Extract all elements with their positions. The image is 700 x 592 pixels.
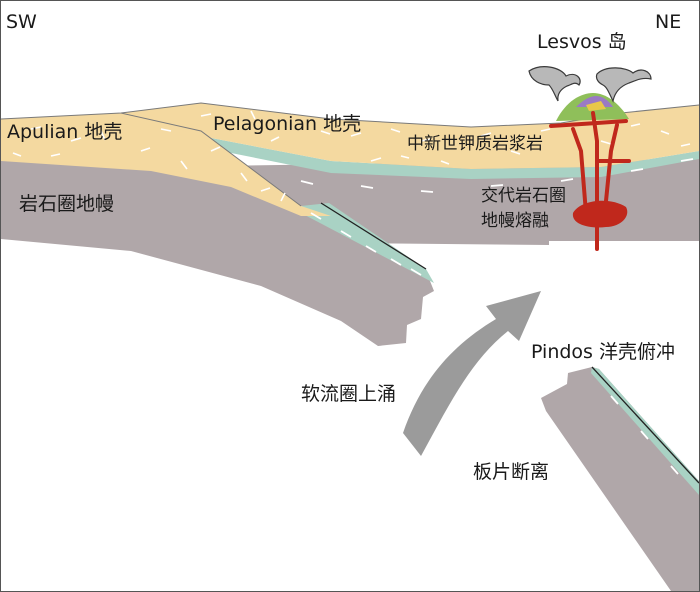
compass-sw-label: SW — [6, 13, 37, 32]
lithospheric-mantle-label: 岩石圈地幔 — [19, 195, 114, 214]
asthenosphere-upwelling-label: 软流圈上涌 — [301, 385, 396, 404]
ash-plume-left — [529, 67, 580, 101]
apulian-crust-label: Apulian 地壳 — [7, 123, 122, 142]
miocene-magmatic-label: 中新世钾质岩浆岩 — [407, 136, 543, 153]
slab-breakoff-label: 板片断离 — [473, 463, 549, 482]
compass-ne-label: NE — [655, 13, 681, 32]
upwelling-arrow — [403, 291, 541, 456]
pelagonian-crust-label: Pelagonian 地壳 — [213, 115, 361, 134]
pindos-subduction-label: Pindos 洋壳俯冲 — [531, 343, 675, 362]
mantle-melting-label: 地幔熔融 — [481, 213, 549, 230]
metasomatic-lithosphere-label: 交代岩石圈 — [481, 188, 566, 205]
lesvos-island-label: Lesvos 岛 — [537, 33, 627, 52]
